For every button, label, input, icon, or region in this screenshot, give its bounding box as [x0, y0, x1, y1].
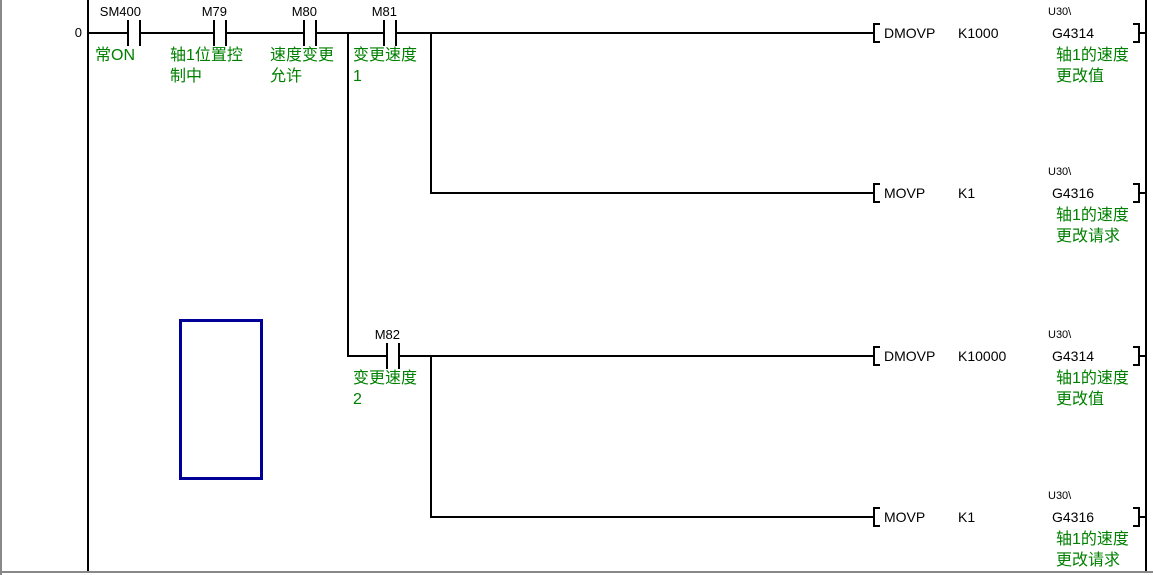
instruction-mnemonic: DMOVP	[884, 25, 936, 41]
instruction-right-bracket-icon	[1133, 346, 1140, 366]
contact-m80-comment: 速度变更 允许	[270, 45, 334, 87]
contact-m79-label: M79	[201, 4, 227, 19]
instruction-device: G4316	[1052, 509, 1095, 525]
comment-line: 轴1的速度	[1056, 207, 1129, 224]
branch-wire-row3	[347, 355, 875, 357]
comment-line: 变更速度	[353, 47, 418, 64]
window-border-bottom	[0, 571, 1153, 573]
contact-sm400-comment: 常ON	[95, 45, 135, 66]
comment-line: 更改请求	[1056, 228, 1121, 245]
right-stub-row3	[1139, 355, 1146, 357]
instruction-right-bracket-icon	[1133, 507, 1140, 527]
instruction-device-prefix: U30\	[1048, 166, 1072, 178]
contact-m82-comment: 变更速度 2	[353, 368, 417, 410]
comment-line: 1	[353, 68, 362, 85]
right-stub-row4	[1139, 516, 1146, 518]
contact-m79-comment: 轴1位置控 制中	[170, 45, 243, 87]
instruction-device-prefix: U30\	[1048, 6, 1072, 18]
contact-m81-comment: 变更速度 1	[353, 45, 417, 87]
comment-line: 2	[353, 391, 362, 408]
instruction-device: G4314	[1052, 348, 1095, 364]
instruction-right-bracket-icon	[1133, 23, 1140, 43]
instruction-operand1: K1000	[958, 25, 999, 41]
comment-line: 更改请求	[1056, 552, 1121, 569]
contact-m81[interactable]	[383, 20, 397, 46]
contact-sm400[interactable]	[127, 20, 141, 46]
instruction-right-bracket-icon	[1133, 183, 1140, 203]
contact-m82[interactable]	[386, 343, 400, 369]
window-border-left	[0, 0, 2, 575]
instruction-comment: 轴1的速度 更改值	[1056, 45, 1129, 87]
instruction-device-prefix: U30\	[1048, 490, 1072, 502]
instruction-device-prefix: U30\	[1048, 329, 1072, 341]
comment-line: 常ON	[95, 47, 136, 64]
contact-m80[interactable]	[303, 20, 317, 46]
contact-m79[interactable]	[213, 20, 227, 46]
comment-line: 变更速度	[353, 370, 418, 387]
instruction-left-bracket-icon	[873, 507, 880, 527]
contact-m82-label: M82	[374, 327, 400, 342]
left-power-rail	[87, 0, 89, 571]
comment-line: 轴1的速度	[1056, 370, 1129, 387]
instruction-left-bracket-icon	[873, 346, 880, 366]
comment-line: 更改值	[1056, 68, 1105, 85]
branch-wire-row4	[430, 516, 875, 518]
selection-cursor[interactable]	[179, 319, 263, 480]
comment-line: 制中	[170, 68, 203, 85]
instruction-mnemonic: MOVP	[884, 509, 926, 525]
right-stub-row2	[1139, 192, 1146, 194]
contact-sm400-label: SM400	[99, 4, 141, 19]
contact-m81-label: M81	[371, 4, 397, 19]
instruction-mnemonic: MOVP	[884, 185, 926, 201]
instruction-comment: 轴1的速度 更改值	[1056, 368, 1129, 410]
junction-wire-row1-to-row2	[430, 32, 432, 194]
junction-wire-row3-to-row4	[430, 355, 432, 518]
comment-line: 更改值	[1056, 391, 1105, 408]
junction-wire-m80-to-m82	[347, 32, 349, 357]
comment-line: 轴1的速度	[1056, 531, 1129, 548]
comment-line: 允许	[270, 68, 303, 85]
right-stub-row1	[1139, 32, 1146, 34]
instruction-device: G4316	[1052, 185, 1095, 201]
instruction-device: G4314	[1052, 25, 1095, 41]
instruction-mnemonic: DMOVP	[884, 348, 936, 364]
instruction-comment: 轴1的速度 更改请求	[1056, 529, 1129, 571]
right-power-rail	[1145, 0, 1147, 571]
instruction-left-bracket-icon	[873, 183, 880, 203]
instruction-comment: 轴1的速度 更改请求	[1056, 205, 1129, 247]
comment-line: 轴1的速度	[1056, 47, 1129, 64]
instruction-operand1: K10000	[958, 348, 1007, 364]
contact-m80-label: M80	[291, 4, 317, 19]
branch-wire-row2	[430, 192, 875, 194]
main-rung-wire	[88, 32, 875, 34]
instruction-operand1: K1	[958, 509, 976, 525]
instruction-left-bracket-icon	[873, 23, 880, 43]
comment-line: 速度变更	[270, 47, 335, 64]
instruction-operand1: K1	[958, 185, 976, 201]
step-number: 0	[74, 25, 82, 40]
comment-line: 轴1位置控	[170, 47, 243, 64]
